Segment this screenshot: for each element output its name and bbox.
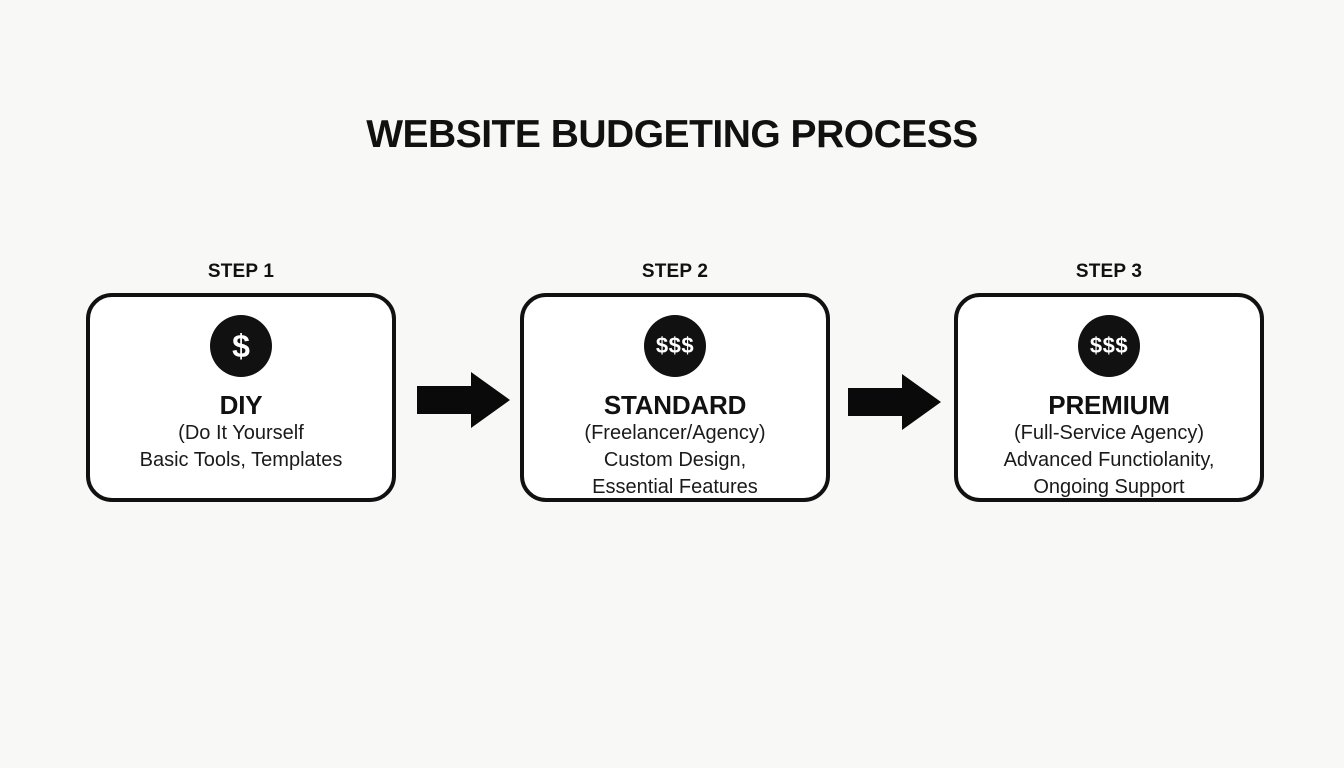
right-arrow-icon: [848, 374, 941, 430]
step-3-title: PREMIUM: [1048, 390, 1170, 420]
step-2-description: (Freelancer/Agency) Custom Design, Essen…: [584, 420, 765, 501]
step-1-box: $ DIY (Do It Yourself Basic Tools, Templ…: [86, 293, 396, 502]
right-arrow-icon: [417, 372, 510, 428]
step-3-line-1: (Full-Service Agency): [1013, 422, 1205, 444]
step-2-line-2: Custom Design,: [603, 449, 747, 471]
step-2-box: $$$ STANDARD (Freelancer/Agency) Custom …: [520, 293, 830, 502]
step-3-line-3: Ongoing Support: [1033, 476, 1185, 498]
step-1-column: STEP 1 $ DIY (Do It Yourself Basic Tools…: [86, 260, 396, 502]
dollar-icon: $: [210, 315, 272, 377]
step-3-box: $$$ PREMIUM (Full-Service Agency) Advanc…: [954, 293, 1264, 502]
step-1-line-1: (Do It Yourself: [178, 422, 304, 444]
step-1-description: (Do It Yourself Basic Tools, Templates: [140, 420, 343, 474]
step-3-label: STEP 3: [1075, 261, 1143, 282]
step-3-description: (Full-Service Agency) Advanced Functiola…: [1004, 420, 1215, 501]
triple-dollar-symbol: $$$: [655, 333, 695, 358]
step-2-column: STEP 2 $$$ STANDARD (Freelancer/Agency) …: [520, 260, 830, 502]
triple-dollar-symbol: $$$: [1089, 333, 1129, 358]
step-1-label: STEP 1: [207, 261, 275, 282]
triple-dollar-icon: $$$: [644, 315, 706, 377]
step-2-line-1: (Freelancer/Agency): [584, 422, 766, 444]
dollar-symbol: $: [232, 327, 250, 364]
triple-dollar-icon: $$$: [1078, 315, 1140, 377]
step-2-line-3: Essential Features: [592, 476, 758, 498]
step-2-label: STEP 2: [641, 261, 709, 282]
step-3-line-2: Advanced Functiolanity,: [1003, 449, 1215, 471]
step-1-title: DIY: [219, 390, 263, 420]
page-title: WEBSITE BUDGETING PROCESS: [366, 113, 978, 156]
step-2-title: STANDARD: [603, 390, 747, 420]
step-1-line-2: Basic Tools, Templates: [139, 449, 343, 471]
step-3-column: STEP 3 $$$ PREMIUM (Full-Service Agency)…: [954, 260, 1264, 502]
